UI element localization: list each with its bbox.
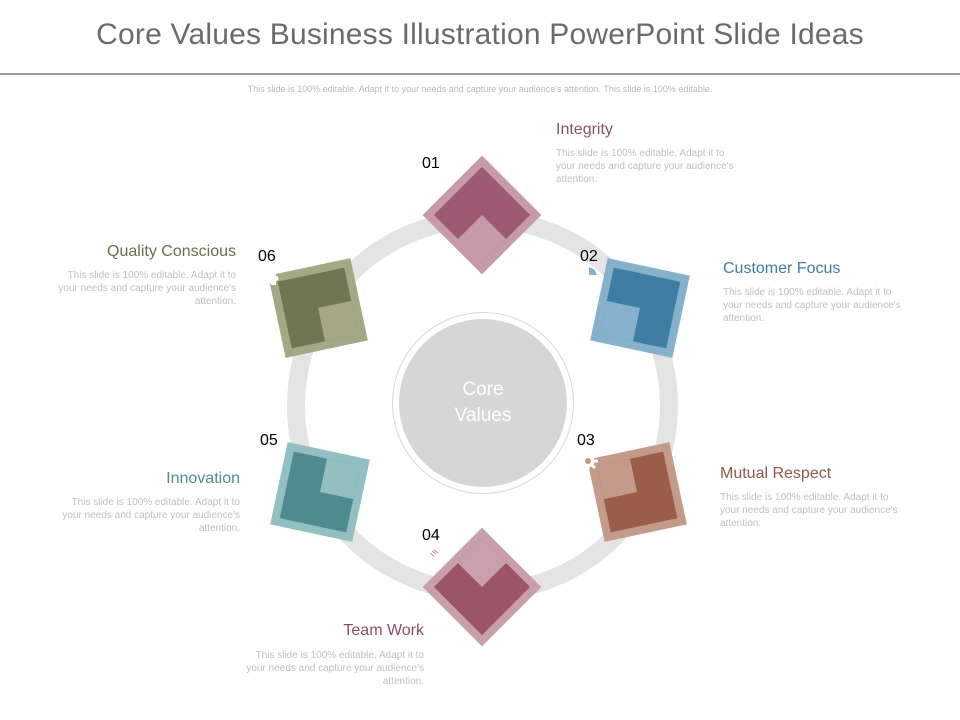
value-title-quality-conscious: Quality Conscious — [107, 243, 236, 260]
value-desc-team-work: This slide is 100% editable. Adapt it to… — [246, 650, 424, 687]
gear-icon — [577, 450, 697, 477]
magnifier-icon — [422, 173, 542, 202]
node-number: 06 — [258, 248, 276, 265]
value-title-innovation: Innovation — [166, 470, 240, 487]
node-number: 05 — [260, 432, 278, 449]
value-desc-integrity: This slide is 100% editable. Adapt it to… — [556, 148, 734, 185]
node-number: 01 — [422, 155, 440, 172]
value-title-team-work: Team Work — [343, 622, 424, 639]
value-desc-quality-conscious: This slide is 100% editable. Adapt it to… — [58, 270, 236, 307]
value-title-customer-focus: Customer Focus — [723, 260, 841, 277]
pie-chart-icon — [580, 266, 700, 289]
node-number: 02 — [580, 248, 598, 265]
value-desc-innovation: This slide is 100% editable. Adapt it to… — [62, 497, 240, 534]
lightbulb-icon — [260, 450, 380, 477]
value-title-integrity: Integrity — [556, 121, 613, 138]
value-title-mutual-respect: Mutual Respect — [720, 465, 832, 482]
value-desc-customer-focus: This slide is 100% editable. Adapt it to… — [723, 287, 901, 324]
center-label: Core Values — [454, 379, 512, 426]
slide-subtitle: This slide is 100% editable. Adapt it to… — [247, 84, 713, 94]
center-circle: Core Values — [399, 319, 567, 487]
title-divider — [0, 73, 960, 75]
puzzle-icon — [258, 266, 378, 293]
value-desc-mutual-respect: This slide is 100% editable. Adapt it to… — [720, 492, 898, 529]
node-number: 03 — [577, 432, 595, 449]
handshake-icon — [422, 545, 542, 568]
node-number: 04 — [422, 527, 440, 544]
slide-title: Core Values Business Illustration PowerP… — [96, 18, 864, 51]
